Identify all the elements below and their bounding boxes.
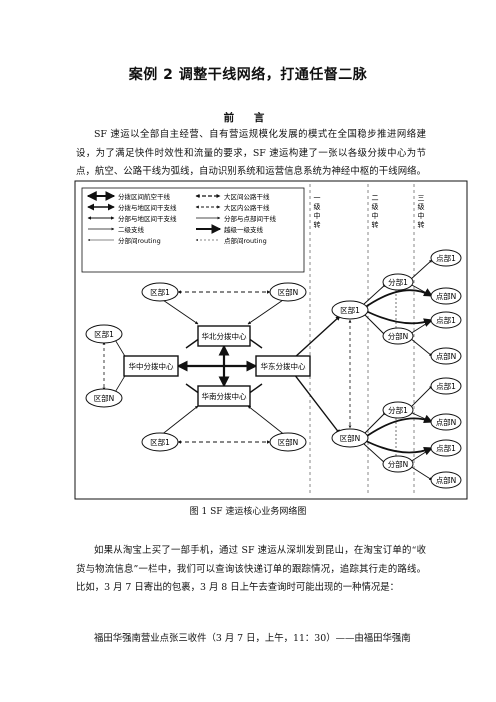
legend-item: 越级一级支线 (224, 225, 264, 234)
point-node (430, 413, 462, 431)
legend-item: 分部与点部间干线 (224, 214, 277, 223)
hub-label-central: 华中分拨中心 (129, 361, 174, 371)
region-node (85, 324, 123, 344)
region-node (269, 282, 307, 302)
region-label: 区部1 (150, 437, 170, 447)
last-line: 福田华强南营业点张三收件（3 月 7 日，上午，11：30）——由福田华强南 (94, 633, 411, 644)
point-label: 点部N (436, 291, 457, 301)
page-title: 案例 2 调整干线网络，打通任督二脉 (128, 67, 368, 83)
hub-label-south: 华南分拨中心 (202, 391, 247, 401)
region-label: 区部N (340, 433, 361, 443)
region-label: 区部N (278, 287, 299, 297)
legend: 分拨区间航空干线 分拨与地区间干支线 分部与地区间干支线 二级支线 分部间rou… (81, 187, 305, 273)
region-label: 区部1 (94, 329, 114, 339)
hub-label-east: 华东分拨中心 (261, 361, 306, 371)
region-node (141, 282, 179, 302)
point-label: 点部N (436, 351, 457, 361)
hub-node (255, 355, 311, 377)
edges (102, 259, 434, 481)
legend-item: 分部间routing (118, 236, 161, 245)
branch-label: 分部N (388, 331, 409, 341)
point-label: 点部1 (436, 381, 456, 391)
body-paragraph: 如果从淘宝上买了一部手机，通过 SF 速运从深圳发到昆山，在淘宝订单的“收货与物… (76, 545, 426, 593)
branch-label: 分部1 (388, 405, 408, 415)
point-label: 点部1 (436, 443, 456, 453)
point-label: 点部1 (436, 253, 456, 263)
tier-label: 二级中转 (371, 194, 379, 230)
legend-item: 二级支线 (118, 225, 145, 234)
branch-node (382, 455, 414, 473)
branch-node (382, 273, 414, 291)
region-node (85, 388, 123, 408)
tier-label: 三级中转 (417, 194, 425, 230)
legend-item: 分部与地区间干支线 (118, 214, 177, 223)
region-label: 区部N (278, 437, 299, 447)
branch-label: 分部1 (388, 277, 408, 287)
hub-node (123, 355, 179, 377)
legend-item: 大区内公路干线 (224, 203, 270, 212)
point-label: 点部N (436, 417, 457, 427)
region-label: 区部1 (150, 287, 170, 297)
legend-item: 点部间routing (224, 236, 267, 245)
tier-labels: 一级中转 二级中转 三级中转 (309, 184, 425, 496)
region-node (331, 428, 369, 448)
region-node (331, 300, 369, 320)
point-node (430, 347, 462, 365)
point-node (430, 377, 462, 395)
branch-node (382, 401, 414, 419)
network-diagram: 分拨区间航空干线 分拨与地区间干支线 分部与地区间干支线 二级支线 分部间rou… (74, 180, 468, 500)
figure-caption: 图 1 SF 速运核心业务网络图 (189, 507, 307, 517)
region-node (141, 432, 179, 452)
point-label: 点部1 (436, 315, 456, 325)
hub-node (197, 385, 251, 407)
tier-label: 一级中转 (313, 194, 321, 230)
point-node (430, 311, 462, 329)
point-label: 点部N (436, 475, 457, 485)
region-node (269, 432, 307, 452)
hub-node (197, 325, 251, 347)
point-node (430, 439, 462, 457)
nodes: 华北分拨中心 华中分拨中心 华东分拨中心 华南分拨中心 区部1 区部N 区部1 … (85, 249, 462, 489)
branch-node (382, 327, 414, 345)
legend-item: 分拨区间航空干线 (118, 192, 171, 201)
legend-item: 分拨与地区间干支线 (118, 203, 177, 212)
point-node (430, 287, 462, 305)
region-label: 区部N (94, 393, 115, 403)
legend-item: 大区间公路干线 (224, 192, 270, 201)
point-node (430, 249, 462, 267)
hub-label-north: 华北分拨中心 (202, 331, 247, 341)
region-label: 区部1 (340, 305, 360, 315)
branch-label: 分部N (388, 459, 409, 469)
point-node (430, 471, 462, 489)
section-heading: 前 言 (223, 112, 273, 124)
